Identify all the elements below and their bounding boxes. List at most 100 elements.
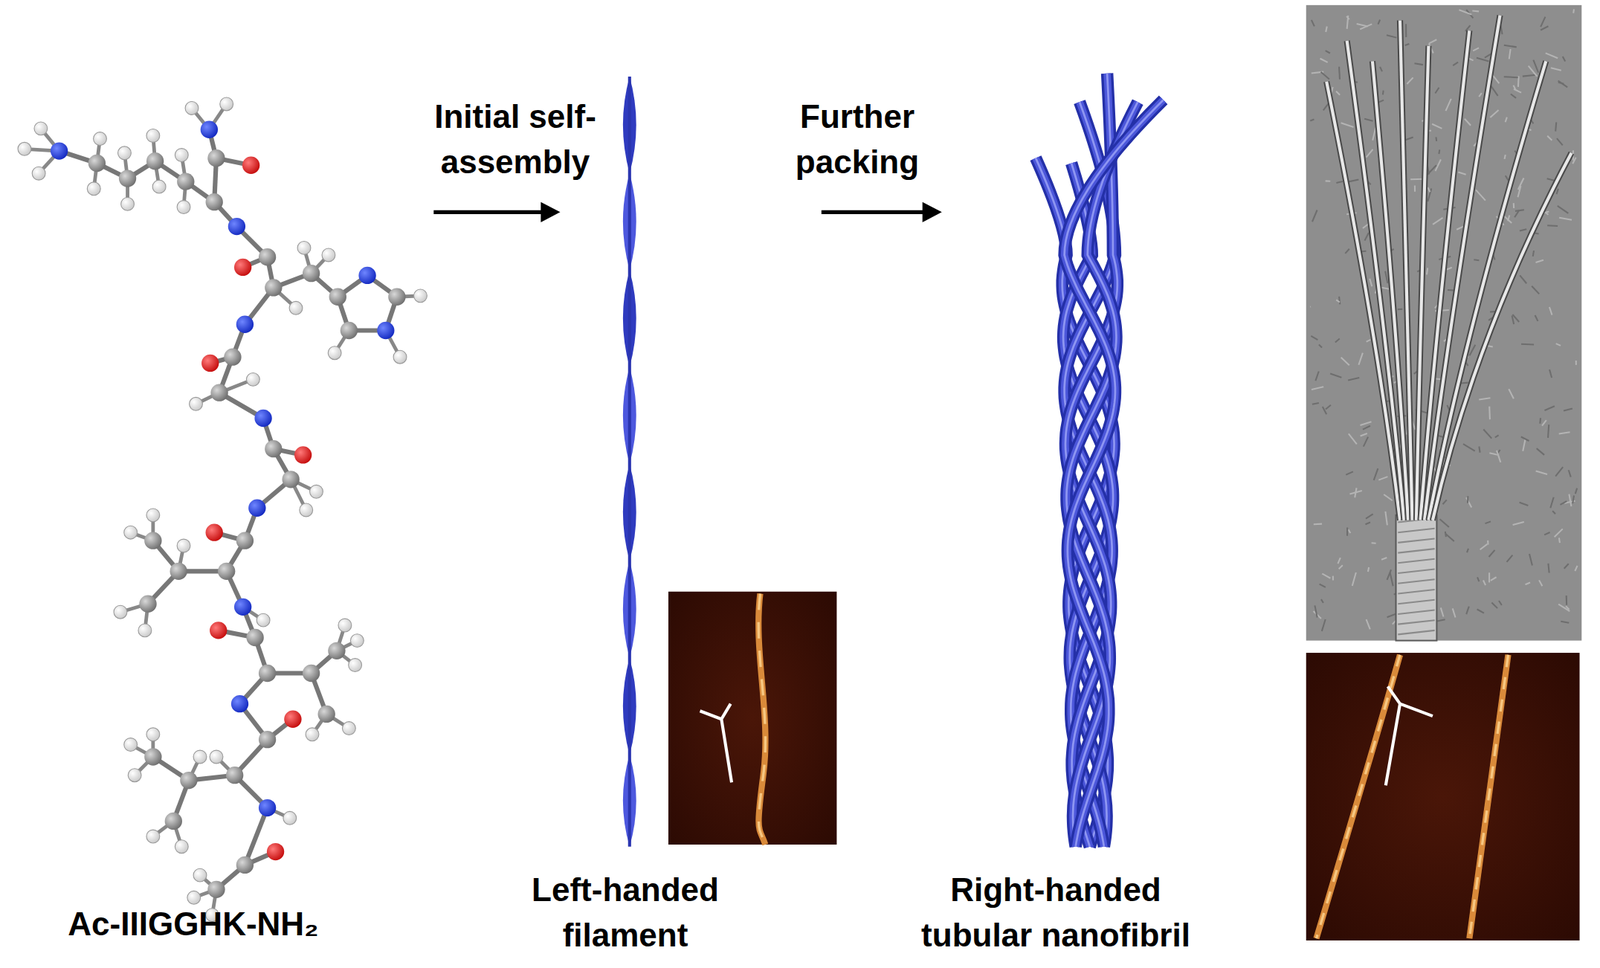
sem-grain <box>1489 452 1498 455</box>
sem-grain <box>1572 8 1575 13</box>
hydrogen-atom <box>246 372 260 386</box>
sem-grain <box>1325 179 1331 182</box>
sem-grain <box>1344 249 1349 254</box>
heavy-atom <box>234 258 252 276</box>
sem-fibril-highlight <box>1400 20 1412 520</box>
heavy-atom <box>388 288 406 306</box>
sem-grain <box>1352 572 1357 586</box>
hydrogen-atom <box>350 634 364 648</box>
hydrogen-atom <box>327 346 342 360</box>
sem-grain <box>1572 157 1576 165</box>
sem-grain <box>1477 608 1485 613</box>
sem-bundle-stripe <box>1397 589 1435 594</box>
sem-grain <box>1488 572 1490 583</box>
sem-grain <box>1345 471 1354 475</box>
sem-grain <box>1358 353 1363 366</box>
heavy-atom <box>170 562 188 580</box>
arrow-shaft <box>821 210 925 215</box>
sem-grain <box>1525 582 1531 586</box>
sem-grain <box>1508 388 1514 399</box>
hydrogen-atom <box>146 727 160 742</box>
sem-grain <box>1466 495 1469 503</box>
sem-grain <box>1533 60 1539 73</box>
heavy-atom <box>258 799 276 817</box>
arrow-label: Initial self-assembly <box>373 93 657 185</box>
afm-inset <box>668 591 837 845</box>
sem-grain <box>1385 511 1387 525</box>
heavy-atom <box>217 562 235 580</box>
sem-grain <box>1559 431 1571 434</box>
sem-grain <box>1466 548 1469 553</box>
sem-grain <box>1312 402 1319 405</box>
sem-grain <box>1320 72 1329 80</box>
arrow-head <box>922 202 943 223</box>
process-arrow <box>433 202 560 223</box>
sem-grain <box>1359 421 1372 426</box>
sem-grain <box>1556 138 1563 145</box>
heavy-atom <box>242 156 260 174</box>
afm-background <box>668 591 837 845</box>
heavy-atom <box>258 664 276 682</box>
heavy-atom <box>318 705 336 723</box>
sem-grain <box>1348 433 1357 444</box>
sem-grain <box>1496 450 1501 463</box>
sem-grain <box>1346 527 1348 537</box>
sem-fibril <box>1428 60 1546 520</box>
heavy-atom <box>228 217 246 235</box>
heavy-atom <box>144 747 162 766</box>
sem-grain <box>1339 565 1343 569</box>
handedness-marker <box>700 704 733 783</box>
sem-grain <box>1574 565 1577 572</box>
heavy-atom <box>207 149 225 167</box>
heavy-atom <box>302 664 320 682</box>
sem-grain <box>1550 67 1562 70</box>
sem-texture <box>1310 8 1577 631</box>
sem-grain <box>1321 599 1324 603</box>
sem-background <box>1306 5 1583 641</box>
heavy-atom <box>376 321 395 340</box>
sem-grain <box>1457 172 1466 175</box>
sem-grain <box>1360 433 1368 436</box>
sem-grain <box>1336 181 1343 183</box>
sem-grain <box>1365 513 1374 519</box>
hydrogen-atom <box>289 301 303 315</box>
sem-grain <box>1536 448 1545 456</box>
heavy-atom <box>258 248 276 266</box>
hydrogen-atom <box>34 121 48 136</box>
sem-grain <box>1397 308 1403 311</box>
sem-grain <box>1514 210 1519 218</box>
sem-grain <box>1558 82 1564 85</box>
sem-grain <box>1504 45 1517 48</box>
heavy-atom <box>144 531 162 549</box>
heavy-atom <box>258 730 276 748</box>
heavy-atom <box>329 288 347 306</box>
sem-grain <box>1476 57 1490 62</box>
hydrogen-atom <box>138 623 152 638</box>
hydrogen-atom <box>342 721 356 736</box>
sem-grain <box>1572 495 1574 505</box>
sem-grain <box>1320 58 1328 63</box>
sem-grain <box>1521 436 1530 441</box>
sem-grain <box>1555 121 1557 131</box>
hydrogen-atom <box>189 397 203 411</box>
sem-grain <box>1509 49 1511 59</box>
hydrogen-atom <box>31 166 46 180</box>
sem-grain <box>1558 537 1561 543</box>
sem-grain <box>1369 278 1372 287</box>
sem-grain <box>1318 344 1322 348</box>
sem-grain <box>1540 17 1545 27</box>
hydrogen-atom <box>220 97 234 111</box>
sem-grain <box>1383 494 1393 501</box>
sem-grain <box>1427 187 1430 192</box>
sem-grain <box>1445 533 1454 542</box>
sem-grain <box>1426 165 1436 175</box>
sem-grain <box>1515 209 1525 212</box>
sem-grain <box>1366 149 1374 158</box>
hydrogen-atom <box>187 890 201 905</box>
sem-grain <box>1547 224 1558 227</box>
sem-grain <box>1539 417 1542 424</box>
heavy-atom <box>264 440 282 458</box>
sem-grain <box>1371 542 1377 545</box>
sem-grain <box>1498 600 1502 606</box>
hydrogen-atom <box>299 503 314 517</box>
